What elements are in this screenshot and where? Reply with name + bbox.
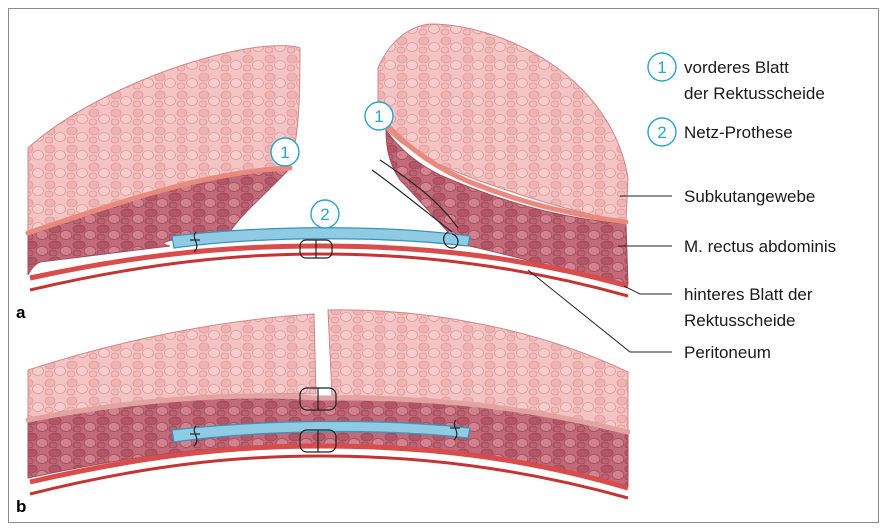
svg-text:2: 2 — [320, 205, 329, 224]
svg-text:2: 2 — [657, 123, 666, 142]
leader-peritoneum — [528, 270, 672, 352]
label-hinteres-blatt-2: Rektusscheide — [684, 311, 796, 330]
legend-marker-1: 1 — [648, 53, 676, 81]
panel-a-letter: a — [16, 303, 26, 322]
legend-marker-2: 2 — [648, 118, 676, 146]
panel-b-letter: b — [16, 497, 26, 516]
label-peritoneum: Peritoneum — [684, 343, 771, 362]
leader-hinteres-blatt — [624, 286, 672, 294]
legend: 1 vorderes Blatt der Rektusscheide 2 Net… — [648, 53, 825, 146]
svg-text:1: 1 — [374, 107, 383, 126]
panel-a-marker-2: 2 — [311, 200, 339, 228]
svg-text:1: 1 — [280, 143, 289, 162]
svg-text:1: 1 — [657, 58, 666, 77]
panel-a-marker-1-right: 1 — [365, 102, 393, 130]
label-rectus: M. rectus abdominis — [684, 237, 836, 256]
panel-b: b — [16, 310, 628, 516]
legend-item-1-line-1: vorderes Blatt — [684, 58, 789, 77]
legend-item-2-label: Netz-Prothese — [684, 123, 793, 142]
label-subkutangewebe: Subkutangewebe — [684, 187, 815, 206]
panel-a: 1 1 2 a — [16, 24, 628, 322]
legend-item-1-line-2: der Rektusscheide — [684, 84, 825, 103]
label-hinteres-blatt-1: hinteres Blatt der — [684, 285, 813, 304]
panel-a-marker-1-left: 1 — [271, 138, 299, 166]
